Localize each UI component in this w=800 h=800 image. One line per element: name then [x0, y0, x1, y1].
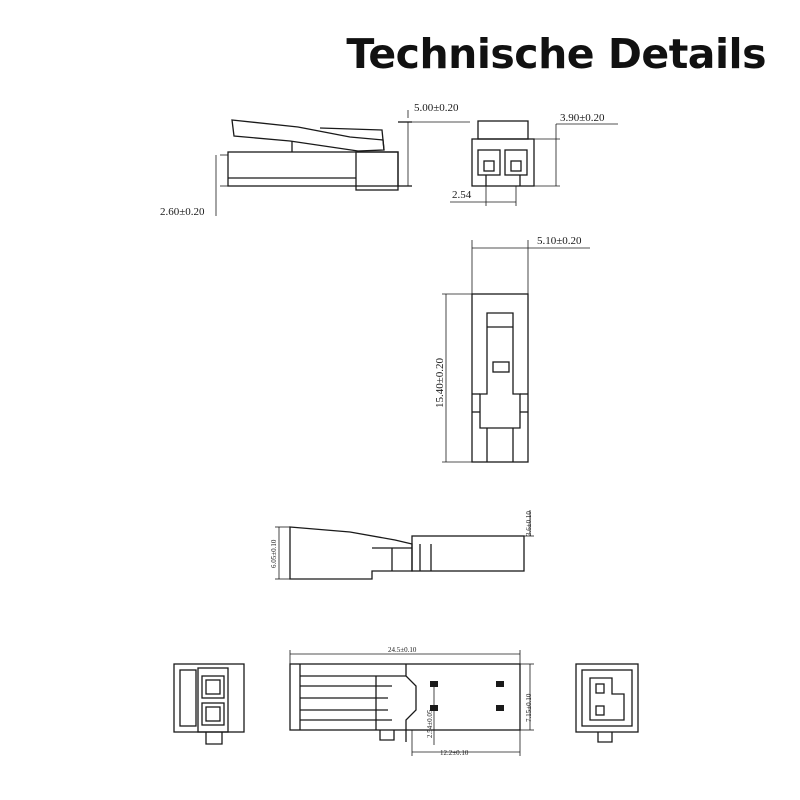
end-view: 3.90±0.20 2.54	[450, 112, 618, 206]
bottom-length-dimension: 24.5±0.10	[388, 646, 417, 654]
bottom-right-view	[575, 663, 639, 743]
mid-side-view: 6.05±0.10 3.6±0.10	[270, 510, 534, 580]
page-title: Technische Details	[346, 30, 766, 78]
end-width-dimension: 3.90±0.20	[560, 112, 605, 124]
bottom-left-view	[173, 663, 245, 745]
bottom-small-dimension: 2.54±0.05	[426, 709, 434, 738]
bottom-height-dimension: 7.15±0.10	[525, 693, 533, 722]
pitch-dimension: 2.54	[452, 189, 472, 201]
mid-height-dimension: 6.05±0.10	[270, 539, 278, 568]
mid-tip-dimension: 3.6±0.10	[525, 511, 533, 536]
top-view: 5.10±0.20 15.40±0.20	[434, 235, 590, 463]
top-width-dimension: 5.10±0.20	[537, 235, 582, 247]
bottom-sub-dimension: 12.2±0.10	[440, 749, 469, 757]
bottom-center-view: 24.5±0.10 7.15±0.10 2.54±0.05 12.2±0.10	[289, 646, 534, 757]
side-height-dimension: 5.00±0.20	[414, 102, 459, 114]
top-length-dimension: 15.40±0.20	[434, 357, 446, 408]
base-height-dimension: 2.60±0.20	[160, 206, 205, 218]
side-view: 5.00±0.20 2.60±0.20	[160, 102, 470, 218]
